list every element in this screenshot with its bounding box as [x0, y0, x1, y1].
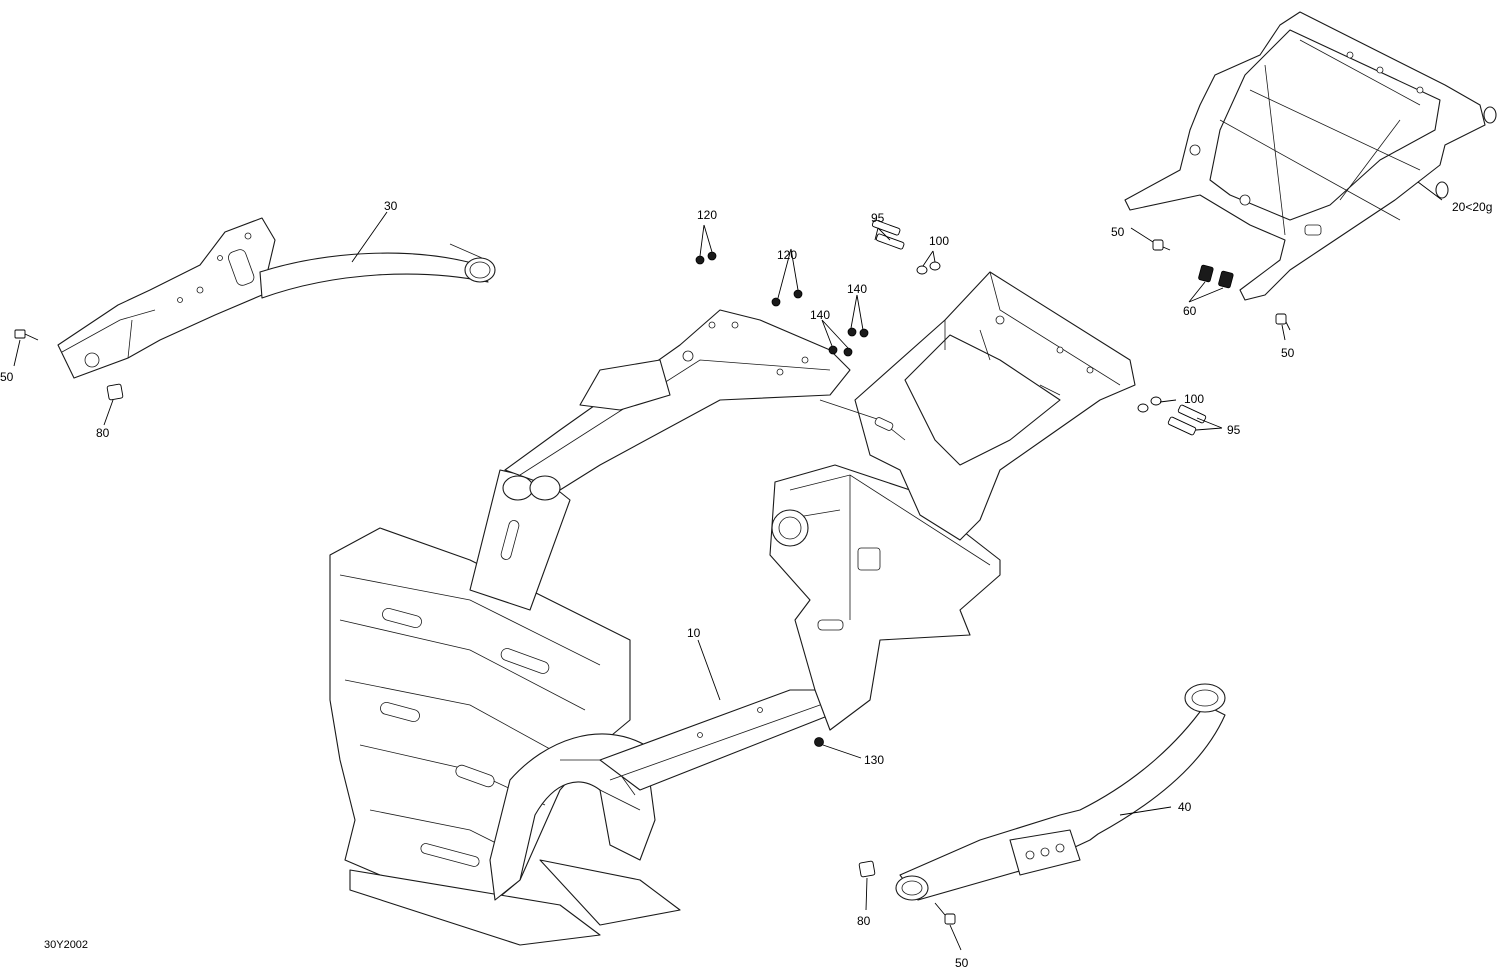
- callout-bolt-rear-b: 50: [1281, 346, 1295, 360]
- callout-left-tube: 30: [384, 199, 398, 213]
- rear-subframe-part: [1124, 11, 1497, 301]
- clip-pair: [1198, 264, 1234, 289]
- callout-bolt-front: 50: [955, 956, 969, 970]
- bolt-rear-b: [1275, 313, 1291, 331]
- callout-nut-pair-d: 140: [847, 282, 867, 296]
- right-tube-part: [895, 683, 1226, 901]
- bolt-rear-a: [1152, 239, 1171, 251]
- washer-side: [1137, 396, 1162, 413]
- callout-nut-pair-c: 140: [810, 308, 830, 322]
- callout-washer-side: 100: [1184, 392, 1204, 406]
- screw-top: [871, 219, 905, 250]
- clip-left: [106, 383, 124, 401]
- nut-pair-d: [847, 327, 869, 338]
- bolt-front: [934, 902, 956, 925]
- left-tube-part: [57, 217, 496, 379]
- callout-washer-top: 100: [929, 234, 949, 248]
- callout-nut-pair-a: 120: [697, 208, 717, 222]
- nut-pair-b: [771, 289, 803, 307]
- nut-single: [814, 737, 824, 747]
- leader-lines: [13, 181, 1443, 951]
- callout-screw-top: 95: [871, 211, 885, 225]
- callout-clip-left: 80: [96, 426, 110, 440]
- callout-rear-subframe: 20<20g: [1452, 200, 1492, 214]
- callout-bolt-rear-a: 50: [1111, 225, 1125, 239]
- screw-side: [1167, 404, 1207, 436]
- callout-right-tube: 40: [1178, 800, 1192, 814]
- clip-right: [858, 860, 876, 878]
- callout-clip-right: 80: [857, 914, 871, 928]
- callout-bolt-left: 50: [0, 370, 14, 384]
- callout-nut-pair-b: 120: [777, 248, 797, 262]
- nut-pair-a: [695, 251, 717, 265]
- callout-nut-single: 130: [864, 753, 884, 767]
- washer-top: [916, 261, 941, 275]
- callout-screw-side: 95: [1227, 423, 1241, 437]
- callout-clip-pair: 60: [1183, 304, 1197, 318]
- main-frame-part: [329, 271, 1136, 946]
- reference-code: 30Y2002: [44, 939, 88, 951]
- bolt-left: [14, 329, 39, 341]
- callout-main-frame: 10: [687, 626, 701, 640]
